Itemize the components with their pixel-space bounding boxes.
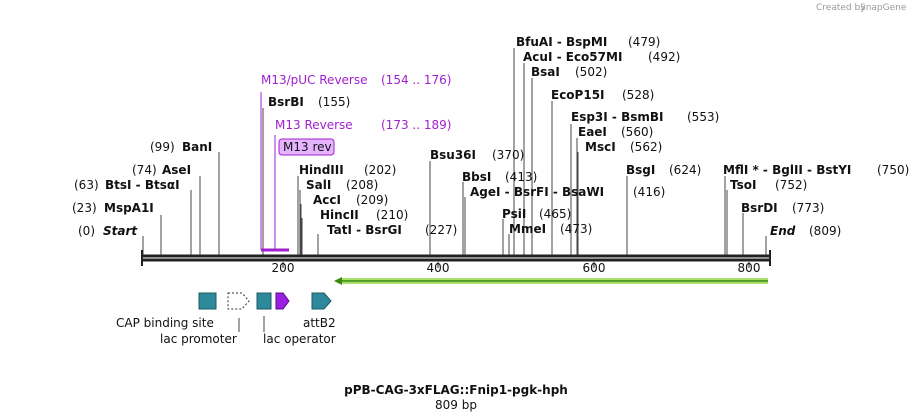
attb2-feature[interactable] [311,292,332,310]
site-msci-pos: (562) [630,140,662,154]
site-asei[interactable]: AseI [162,163,191,177]
primer-m13-puc-reverse-range: (154 .. 176) [381,73,451,87]
site-bsgi[interactable]: BsgI [626,163,655,177]
map-length: 809 bp [435,398,477,412]
site-bfuai-pos: (479) [628,35,660,49]
site-bani[interactable]: BanI [182,140,212,154]
map-title: pPB-CAG-3xFLAG::Fnip1-pgk-hph [344,383,568,397]
site-acui[interactable]: AcuI - Eco57MI [523,50,622,64]
site-psii-pos: (465) [539,207,571,221]
site-hincii-pos: (210) [376,208,408,222]
site-acui-pos: (492) [648,50,680,64]
primer-m13-reverse[interactable]: M13 Reverse [275,118,353,132]
site-tsoi[interactable]: TsoI [730,178,756,192]
site-bbsi[interactable]: BbsI [462,170,491,184]
lac-operator-feature[interactable] [256,292,272,310]
site-hindiii-pos: (202) [364,163,396,177]
site-bbsi-pos: (413) [505,170,537,184]
site-btsi[interactable]: BtsI - BtsαI [105,178,180,192]
site-bsrdi[interactable]: BsrDI [741,201,778,215]
site-bsrbi[interactable]: BsrBI [268,95,304,109]
site-eaei[interactable]: EaeI [578,125,607,139]
site-esp3i[interactable]: Esp3I - BsmBI [571,110,663,124]
feature-label-lac-operator: lac operator [263,332,336,346]
ruler-ticks [282,262,750,268]
ruler-label-600: 600 [583,261,606,275]
site-hincii[interactable]: HincII [320,208,359,222]
m13-rev-box-label: M13 rev [283,140,332,154]
site-hindiii[interactable]: HindIII [299,163,344,177]
site-bsrdi-pos: (773) [792,201,824,215]
site-end[interactable]: End [770,224,796,238]
feature-label-cap: CAP binding site [116,316,214,330]
ruler-label-800: 800 [738,261,761,275]
site-bsu36i[interactable]: Bsu36I [430,148,476,162]
ruler-label-200: 200 [272,261,295,275]
site-bfuai[interactable]: BfuAI - BspMI [516,35,607,49]
site-mfli-pos: (750) [877,163,909,177]
site-start[interactable]: Start [103,224,138,238]
orf-arrowhead [334,277,342,285]
site-mmei[interactable]: MmeI [509,222,546,236]
snapgene-logo-text: SnapGene [860,3,907,13]
site-ecop15i[interactable]: EcoP15I [551,88,605,102]
feature-label-lac-promoter: lac promoter [160,332,237,346]
site-bsgi-pos: (624) [669,163,701,177]
m13-rev-box[interactable] [278,138,335,156]
site-mspa1i-pos: (23) [72,201,97,215]
site-mspa1i[interactable]: MspA1I [104,201,154,215]
site-mmei-pos: (473) [560,222,592,236]
site-bani-pos: (99) [150,140,175,154]
site-tsoi-pos: (752) [775,178,807,192]
site-lines [142,48,767,256]
m13-rev-feature[interactable] [275,292,290,310]
lac-promoter-feature[interactable] [227,292,250,310]
site-msci[interactable]: MscI [585,140,616,154]
site-esp3i-pos: (553) [687,110,719,124]
site-start-pos: (0) [78,224,95,238]
site-bsu36i-pos: (370) [492,148,524,162]
site-mfli[interactable]: MflI * - BglII - BstYI [723,163,851,177]
site-psii[interactable]: PsiI [502,207,526,221]
site-sali-pos: (208) [346,178,378,192]
site-ecop15i-pos: (528) [622,88,654,102]
watermark-text: Created by [816,3,866,13]
site-bsrbi-pos: (155) [318,95,350,109]
feature-label-attb2: attB2 [303,316,336,330]
site-tati-pos: (227) [425,223,457,237]
site-end-pos: (809) [809,224,841,238]
site-bsai[interactable]: BsaI [531,65,560,79]
site-agei[interactable]: AgeI - BsrFI - BsaWI [470,185,604,199]
site-sali[interactable]: SalI [306,178,331,192]
cap-binding-site-feature[interactable] [198,292,217,310]
ruler-label-400: 400 [427,261,450,275]
primer-m13-puc-reverse[interactable]: M13/pUC Reverse [261,73,368,87]
site-asei-pos: (74) [132,163,157,177]
site-agei-pos: (416) [633,185,665,199]
site-acci[interactable]: AccI [313,193,341,207]
site-bsai-pos: (502) [575,65,607,79]
site-tati[interactable]: TatI - BsrGI [327,223,402,237]
site-eaei-pos: (560) [621,125,653,139]
site-acci-pos: (209) [356,193,388,207]
site-btsi-pos: (63) [74,178,99,192]
primer-m13-reverse-range: (173 .. 189) [381,118,451,132]
